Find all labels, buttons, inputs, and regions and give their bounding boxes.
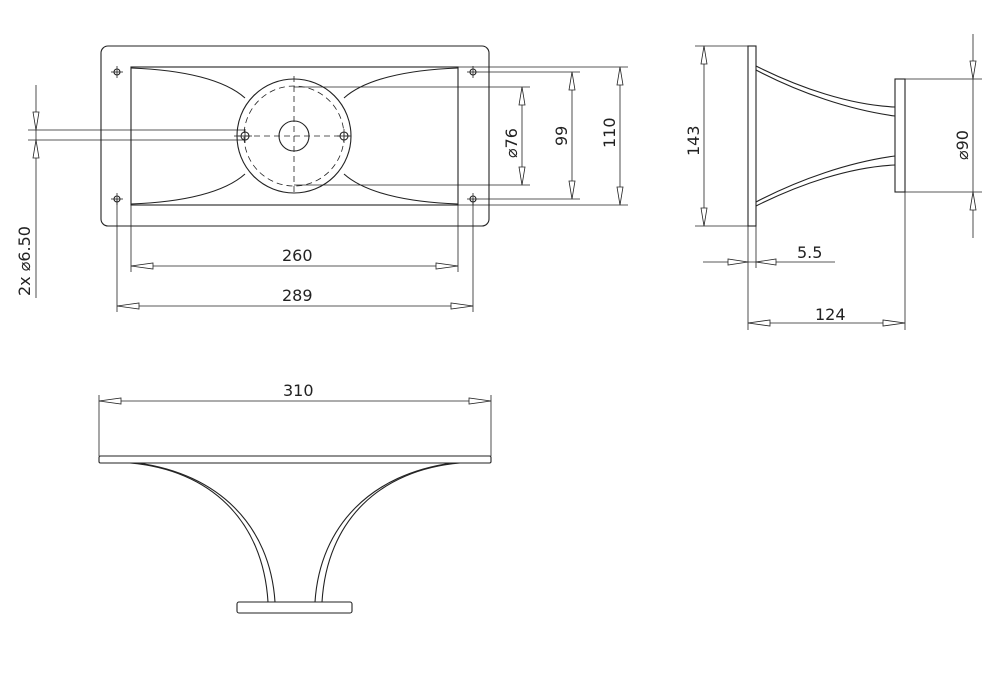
throat-diameter-label: ⌀76 [502, 128, 521, 158]
side-flange [747, 45, 757, 227]
side-horn-top-outer [755, 65, 896, 108]
mouth-diameter-label: ⌀90 [953, 130, 972, 160]
flare-curve-top-left [130, 67, 246, 99]
front-flange-outline [100, 45, 490, 227]
side-horn-bottom-outer [755, 164, 896, 207]
top-throat-plate [236, 601, 353, 614]
mounting-hole-top-right [467, 66, 479, 78]
bolt-spacing-horizontal-label: 260 [282, 246, 313, 265]
side-horn-bottom-inner [755, 155, 896, 203]
flare-curve-bottom-right [343, 173, 459, 205]
top-horn-left-inner [137, 462, 276, 603]
side-mouth-plate [894, 78, 906, 193]
top-horn-left-outer [129, 462, 269, 603]
mounting-hole-top-left [111, 66, 123, 78]
top-view: 310 [98, 381, 492, 614]
front-mouth-outline [130, 66, 459, 206]
overall-width-label: 310 [283, 381, 314, 400]
hole-spec-label: 2x ⌀6.50 [15, 226, 34, 296]
horn-depth-label: 124 [815, 305, 846, 324]
bolt-spacing-vertical-label: 99 [552, 126, 571, 146]
flange-height-label: 110 [600, 117, 619, 148]
front-view: 2x ⌀6.50 ⌀76 99 110 260 2 [15, 45, 628, 312]
flare-curve-top-right [343, 67, 459, 99]
top-horn-right-outer [321, 462, 461, 603]
side-height-label: 143 [684, 125, 703, 156]
flange-hole-span-label: 289 [282, 286, 313, 305]
side-horn-top-inner [755, 69, 896, 117]
side-view: 143 ⌀90 5.5 124 [684, 34, 982, 330]
top-flange [98, 455, 492, 464]
top-horn-right-inner [314, 462, 453, 603]
flare-curve-bottom-left [130, 173, 246, 205]
flange-thickness-label: 5.5 [797, 243, 822, 262]
